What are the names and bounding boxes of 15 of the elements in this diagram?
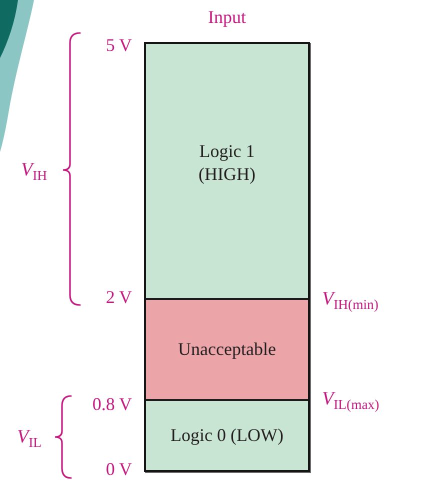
invalid-region (146, 298, 308, 399)
threshold-symbol: V$_{IH(min)}$ (322, 288, 378, 312)
region-label: Logic 0 (LOW) (170, 424, 284, 447)
range-symbol: V$_{IH}$ (21, 160, 48, 182)
voltage-value: 2 V (106, 287, 132, 309)
logic-low-region (146, 399, 308, 470)
voltage-value: 0 V (106, 459, 132, 481)
region-label: Logic 1 (HIGH) (198, 140, 256, 186)
voltage-value: 5 V (106, 35, 132, 57)
threshold-symbol: V$_{IL(max)}$ (322, 388, 380, 412)
range-symbol: V$_{IL}$ (17, 426, 42, 450)
voltage-value: 0.8 V (92, 394, 132, 416)
column-heading: Input (208, 8, 246, 28)
logic-high-region (146, 44, 308, 298)
region-label: Unacceptable (178, 338, 276, 361)
